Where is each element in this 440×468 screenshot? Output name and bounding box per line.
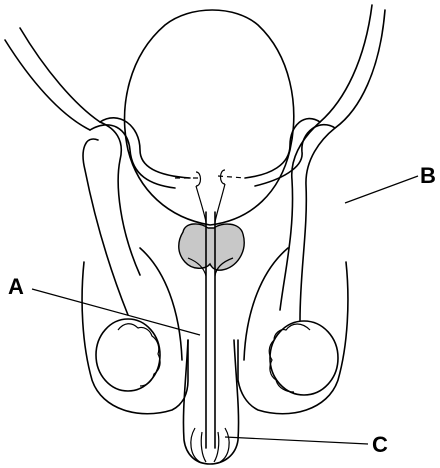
vas-deferens-right: [280, 5, 372, 310]
scrotum-right: [238, 262, 348, 414]
glans-lines: [191, 428, 229, 462]
prostate-gland: [179, 224, 244, 270]
vas-deferens-left-2: [20, 28, 140, 275]
scrotum-left-inner: [140, 248, 182, 360]
vas-left-end: [196, 172, 201, 186]
ejaculatory-ducts: [196, 184, 225, 222]
testis-right: [270, 321, 338, 395]
label-c: C: [372, 432, 388, 457]
leader-line-b: [345, 176, 418, 203]
vas-right-end: [221, 170, 226, 184]
penis-outline: [183, 340, 238, 464]
label-a: A: [8, 274, 24, 299]
vas-deferens-right-2: [300, 10, 385, 320]
label-b: B: [420, 163, 436, 188]
vas-right-dashed: [218, 176, 245, 178]
bladder: [125, 10, 294, 225]
leader-line-c: [225, 437, 368, 444]
epididymis-right: [269, 324, 310, 392]
testis-left: [96, 319, 160, 391]
